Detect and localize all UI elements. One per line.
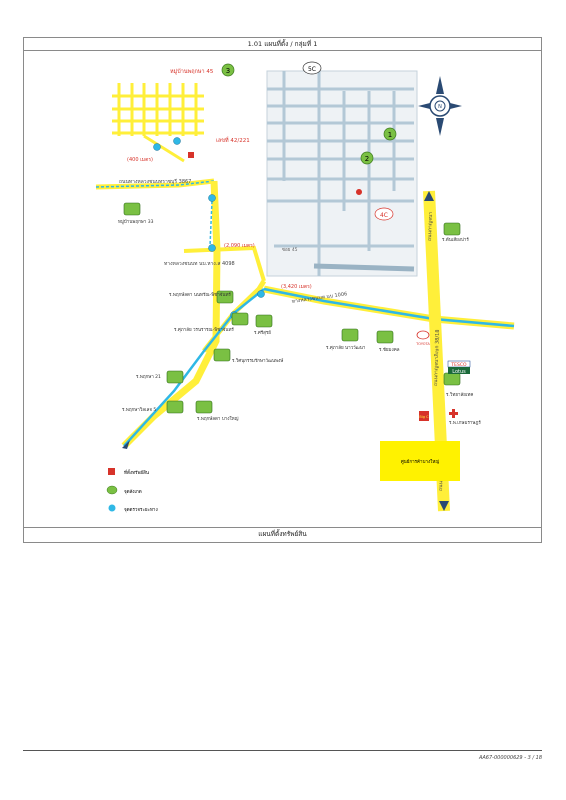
road-label-3867: ถนนทางหลวงชนบทราชบุรี 3867 [119, 178, 191, 185]
compass-north-icon: N [418, 76, 462, 136]
road-label-4098: ทางหลวงชนบท นบ.หาง.ส 4098 [164, 261, 235, 267]
tesco-lotus-logo: TESCO Lotus [447, 360, 471, 375]
svg-text:2: 2 [365, 155, 369, 163]
legend-checkpoint-icon [108, 504, 116, 512]
svg-text:จุดตรวจระยะทาง: จุดตรวจระยะทาง [124, 507, 158, 513]
hospital-cross-icon [449, 409, 458, 418]
school-1-label: ร.พฤกษ์ลดา นนทรัณ-พิชาจันทร์ [169, 291, 231, 298]
distance-label-1: (400 เมตร) [127, 157, 153, 163]
village-mid-icon [123, 202, 141, 216]
marker-1: 1 [383, 127, 397, 141]
school-6-label: ร.วิศนุกรรมรักษาวัฒนพงษ์ [232, 357, 283, 364]
svg-text:3: 3 [226, 67, 230, 75]
marker-4c: 4C [374, 207, 394, 221]
distance-label-2: (2,090 เมตร) [224, 243, 255, 249]
market-area [380, 441, 460, 481]
road-label-main-top: ถนนกาญจนา [427, 212, 434, 241]
market-label: ศูนย์การค้าบางใหญ่ [401, 458, 440, 465]
road-label-main-mid: ถนนกาญจนาภิเษก 38/18 [432, 329, 441, 386]
page-number: AA67-000000629 - 3 / 18 [478, 755, 542, 761]
svg-text:4C: 4C [380, 212, 388, 219]
svg-text:N: N [438, 104, 442, 110]
subject-property-marker [188, 152, 194, 158]
temple-right-label: ร.ต้นเสียงปาร์ [442, 236, 469, 243]
legend-property-icon [108, 468, 115, 475]
school-3-icon [255, 314, 273, 328]
distance-label-3: (3,420 เมตร) [281, 284, 312, 290]
toyota-logo: TOYOTA [415, 330, 430, 346]
svg-text:TOYOTA: TOYOTA [415, 342, 430, 346]
svg-text:TESCO: TESCO [450, 362, 467, 368]
temple-right-icon [443, 222, 461, 236]
school-7-icon [166, 370, 184, 384]
distance-checkpoints [153, 137, 265, 319]
footer-title: แผนที่ตั้งทรัพย์สิน [258, 530, 307, 538]
location-map: เลขที่ 42/221 (400 เมตร) (2,090 เมตร) (3… [95, 61, 515, 513]
page-title: 1.01 แผนที่ตั้ง / กลุ่มที่ 1 [247, 40, 318, 48]
hospital-label: ร.พ.เกษมราษฎร์ [449, 419, 481, 426]
school-2-label: ร.ศุภาลัย วรนรารณ-พิชาจันทร์ [174, 326, 234, 333]
school-7-label: ร.พฤกษา 21 [136, 374, 161, 380]
school-1-icon [216, 290, 234, 304]
school-9-icon [195, 400, 213, 414]
road-label-soi: ซอย 45 [282, 247, 298, 253]
school-5-label: ร.ชัยมงคล [379, 347, 400, 353]
village-mid-label: หมู่บ้านพฤกษา 33 [118, 219, 154, 225]
school-6-icon [213, 348, 231, 362]
inset-street-map [266, 70, 418, 277]
village-top-label: หมู่บ้านพฤกษา 45 [170, 68, 214, 75]
svg-text:จุดสังเกต: จุดสังเกต [124, 489, 142, 495]
school-3-label: ร.ศรีสุรย์ [254, 329, 271, 336]
marker-3: 3 [221, 63, 235, 77]
svg-text:1: 1 [388, 131, 392, 139]
legend: ที่ตั้งทรัพย์สิน จุดสังเกต จุดตรวจระยะทา… [106, 468, 158, 513]
school-5-icon [376, 330, 394, 344]
legend-landmark-icon [106, 485, 118, 495]
subject-label: เลขที่ 42/221 [216, 136, 250, 144]
page-footer-line [23, 750, 542, 751]
school-8-label: ร.พฤกษาวิลเลจ 5 [122, 407, 156, 413]
school-4-label: ร.ศุภาลัย นาววัฒนา [326, 345, 366, 351]
bigc-logo: Big C [419, 411, 429, 421]
school-9-label: ร.พฤกษ์ลดา บางใหญ่ [197, 415, 239, 422]
marker-2: 2 [360, 151, 374, 165]
svg-text:5C: 5C [308, 66, 316, 73]
school-8-icon [166, 400, 184, 414]
school-2-icon [231, 312, 249, 326]
marker-5c: 5C [302, 61, 322, 75]
temple-right2-label: ร.วิทยาลัยเทค [446, 392, 473, 398]
school-4-icon [341, 328, 359, 342]
footer-divider [23, 527, 542, 528]
header-divider [23, 50, 542, 51]
location-pin-icon [356, 189, 363, 201]
village-street-grid [112, 83, 204, 163]
svg-text:Big C: Big C [419, 415, 429, 419]
svg-text:Lotus: Lotus [452, 369, 466, 375]
svg-text:ที่ตั้งทรัพย์สิน: ที่ตั้งทรัพย์สิน [124, 469, 149, 476]
